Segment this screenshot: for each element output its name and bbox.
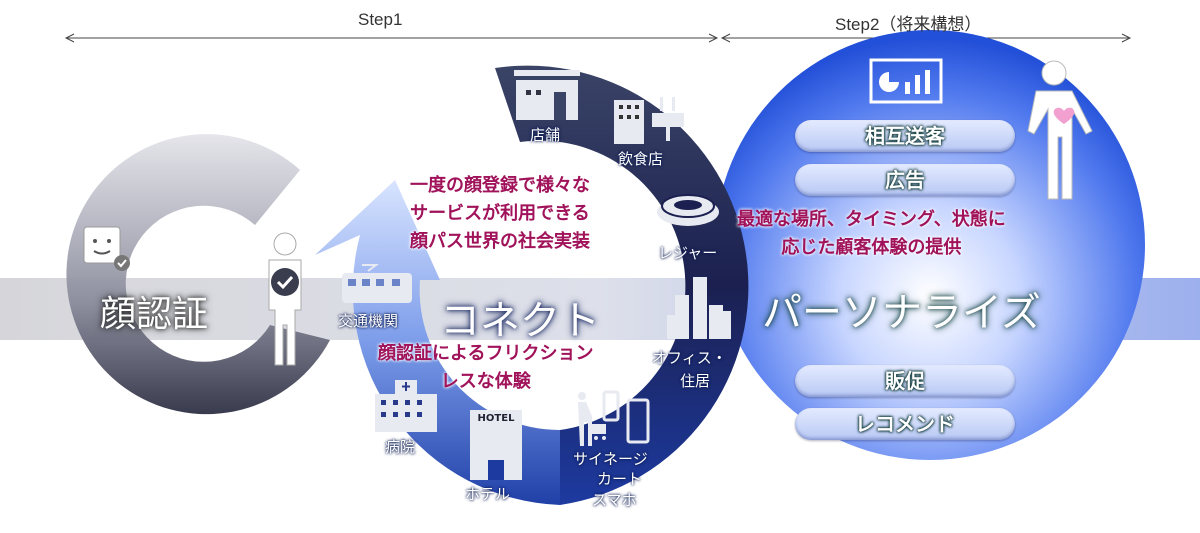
hospital-icon	[375, 380, 437, 432]
connect-description-bottom: 顔認証によるフリクション レスな体験	[378, 340, 593, 396]
connect-text-line: 一度の顔登録で様々な	[410, 175, 590, 196]
pill-advertising: 広告	[795, 164, 1015, 196]
step2-label: Step2（将来構想）	[835, 15, 982, 34]
connect-text-line: サービスが利用できる	[410, 203, 590, 224]
label-office: オフィス・	[652, 349, 727, 367]
label-cart: カート	[597, 470, 643, 488]
office-buildings-icon	[667, 277, 731, 339]
personalize-title: パーソナライズ	[762, 290, 1041, 336]
label-hospital: 病院	[385, 438, 416, 456]
stadium-icon	[657, 194, 719, 226]
personalize-text-line: 最適な場所、タイミング、状態に	[737, 209, 1006, 230]
person-heart-icon	[1027, 60, 1093, 200]
analytics-dashboard-icon	[869, 58, 943, 104]
face-auth-ring	[66, 134, 330, 415]
hotel-icon: HOTEL	[470, 410, 522, 480]
label-residence: 住居	[680, 372, 711, 390]
connect-text-line: 顔認証によるフリクション	[378, 343, 594, 364]
label-leisure: レジャー	[658, 244, 718, 262]
signage-cart-phone-icon	[578, 390, 650, 446]
connect-text-line: 顔パス世界の社会実装	[410, 231, 590, 252]
label-signage: サイネージ	[573, 450, 648, 468]
connect-description-top: 一度の顔登録で様々な サービスが利用できる 顔パス世界の社会実装	[410, 172, 590, 256]
store-icon	[514, 70, 580, 120]
face-recognition-icon	[83, 226, 130, 271]
person-verified-icon	[268, 232, 302, 366]
step1-arrow	[64, 33, 719, 43]
personalize-text-line: 応じた顧客体験の提供	[781, 237, 962, 258]
step1-label: Step1	[358, 10, 403, 29]
connect-text-line: レスな体験	[440, 371, 531, 392]
pill-recommend: レコメンド	[795, 408, 1015, 440]
restaurant-icon	[614, 97, 684, 144]
train-icon	[342, 264, 412, 303]
hotel-sign: HOTEL	[477, 413, 515, 424]
label-transport: 交通機関	[338, 312, 399, 330]
label-hotel: ホテル	[465, 485, 511, 503]
pill-sales-promotion: 販促	[795, 365, 1015, 397]
pill-cross-referral: 相互送客	[795, 120, 1015, 152]
label-store: 店舗	[530, 126, 561, 144]
connect-title: コネクト	[440, 298, 600, 344]
label-restaurant: 飲食店	[618, 150, 664, 168]
connect-ring-right	[495, 65, 749, 506]
face-auth-title: 顔認証	[100, 294, 209, 335]
personalize-description: 最適な場所、タイミング、状態に 応じた顧客体験の提供	[737, 206, 1006, 262]
label-phone: スマホ	[592, 491, 637, 509]
